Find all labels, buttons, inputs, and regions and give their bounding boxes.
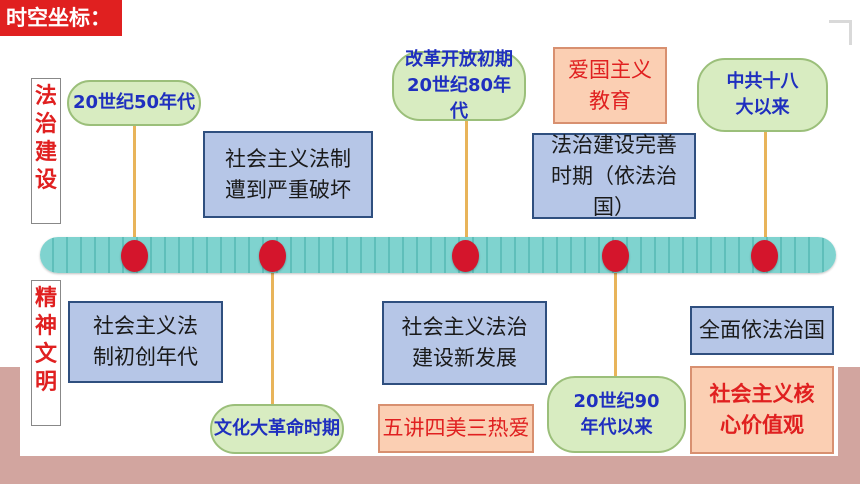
timeline-bar [40,237,836,273]
timeline-dot [751,240,778,272]
oval-50s: 20世纪50年代 [67,80,201,126]
side-label-civilization: 精神文明 [31,280,61,426]
stem-80s [465,118,468,244]
box-core: 社会主义核心价值观 [690,366,834,454]
stem-18th [764,130,767,244]
box-newdev: 社会主义法治建设新发展 [382,301,547,385]
page-title: 时空坐标： [0,0,122,36]
box-patriotic: 爱国主义教育 [553,47,667,124]
timeline-dot [259,240,286,272]
oval-90s: 20世纪90年代以来 [547,376,686,453]
oval-80s: 改革开放初期20世纪80年代 [392,49,526,122]
box-founding: 社会主义法制初创年代 [68,301,223,383]
timeline-dot [602,240,629,272]
box-fivefour: 五讲四美三热爱 [378,404,534,453]
box-perfect: 法治建设完善时期（依法治国） [532,133,696,219]
oval-18th: 中共十八大以来 [697,58,828,132]
stem-50s [133,124,136,244]
side-label-law: 法治建设 [31,78,61,224]
stem-90s [614,270,617,378]
stem-culturalrev [271,270,274,405]
timeline-dot [452,240,479,272]
timeline-dot [121,240,148,272]
oval-culturalrev: 文化大革命时期 [210,404,344,454]
box-destroyed: 社会主义法制遭到严重破坏 [203,131,373,218]
box-rulelaw: 全面依法治国 [690,306,834,355]
decorative-corner [829,20,852,45]
